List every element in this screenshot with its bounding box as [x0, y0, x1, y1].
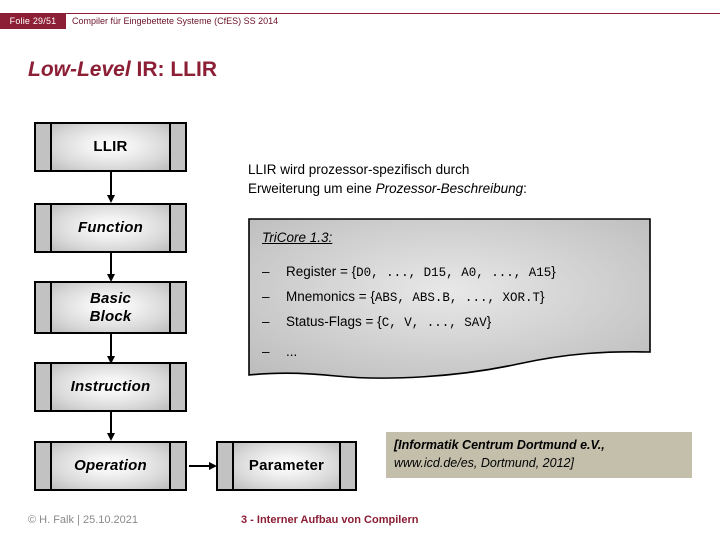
arrow-basicblock-to-instruction [107, 334, 115, 364]
callout-item-values: ABS, ABS.B, ..., XOR.T [374, 291, 540, 305]
box-inner-panel: Instruction [52, 364, 169, 410]
flow-box-label: Instruction [70, 378, 151, 396]
callout-item-label: Status-Flags = { [286, 314, 382, 329]
callout-item-label: ... [286, 344, 298, 359]
box-right-bar [169, 283, 185, 332]
intro-line-2-pre: Erweiterung um eine [248, 181, 376, 197]
box-right-bar [169, 124, 185, 170]
flow-box-label-line2: Block [89, 307, 132, 325]
bullet-dash: – [262, 264, 270, 279]
flow-box-instruction: Instruction [34, 362, 187, 412]
box-left-bar [36, 205, 52, 251]
callout-heading: TriCore 1.3: [262, 230, 333, 245]
flow-box-operation: Operation [34, 441, 187, 491]
intro-line-1: LLIR wird prozessor-spezifisch durch [248, 162, 470, 177]
box-left-bar [36, 124, 52, 170]
intro-line-2-post: : [523, 181, 527, 197]
arrow-instruction-to-operation [107, 412, 115, 441]
citation-line-2: www.icd.de/es, Dortmund, 2012] [394, 456, 574, 471]
box-left-bar [36, 283, 52, 332]
course-title: Compiler für Eingebettete Systeme (CfES)… [72, 16, 279, 26]
callout-item-close: } [486, 314, 492, 329]
box-left-bar [36, 443, 52, 489]
callout-item-label: Register = { [286, 264, 357, 279]
arrow-operation-to-parameter [189, 462, 217, 470]
flow-box-function: Function [34, 203, 187, 253]
callout-shape [248, 218, 651, 379]
page-title-rest: IR: LLIR [130, 58, 218, 81]
callout-item-label: Mnemonics = { [286, 289, 375, 304]
callout-item: –... [262, 344, 297, 359]
arrow-llir-to-function [107, 172, 115, 203]
box-inner-panel: Operation [52, 443, 169, 489]
callout-item-values: D0, ..., D15, A0, ..., A15 [356, 266, 552, 280]
callout-item: – Register = {D0, ..., D15, A0, ..., A15} [262, 264, 556, 280]
flow-box-label: LLIR [93, 138, 128, 156]
box-left-bar [36, 364, 52, 410]
flow-box-llir: LLIR [34, 122, 187, 172]
slide-number-badge: Folie 29/51 [0, 14, 66, 29]
box-inner-panel: Function [52, 205, 169, 251]
callout-item-close: } [551, 264, 556, 279]
callout-item-close: } [539, 289, 545, 304]
citation-box: [Informatik Centrum Dortmund e.V., www.i… [386, 432, 692, 478]
footer-chapter: 3 - Interner Aufbau von Compilern [241, 514, 419, 526]
header-divider [0, 13, 720, 14]
callout-item-values: C, V, ..., SAV [381, 316, 487, 330]
bullet-dash: – [262, 314, 270, 329]
flow-box-label: Basic Block [90, 290, 132, 325]
arrow-function-to-basicblock [107, 253, 115, 282]
processor-description-callout: TriCore 1.3: – Register = {D0, ..., D15, … [248, 218, 651, 380]
callout-item: – Mnemonics = {ABS, ABS.B, ..., XOR.T} [262, 289, 544, 305]
box-inner-panel: Basic Block [52, 283, 169, 332]
box-inner-panel: LLIR [52, 124, 169, 170]
footer-copyright: © H. Falk | 25.10.2021 [28, 514, 139, 526]
page-title: Low-Level IR: LLIR [28, 58, 217, 82]
box-inner-panel: Parameter [234, 443, 339, 489]
flow-box-label-line1: Basic [89, 290, 131, 308]
box-right-bar [169, 443, 185, 489]
intro-line-2: Erweiterung um eine Prozessor-Beschreibu… [248, 179, 678, 198]
flow-box-basic-block: Basic Block [34, 281, 187, 334]
flow-box-parameter: Parameter [216, 441, 357, 491]
box-right-bar [169, 205, 185, 251]
citation-line-1: [Informatik Centrum Dortmund e.V., [394, 438, 605, 452]
bullet-dash: – [262, 344, 270, 359]
flow-box-label: Parameter [248, 457, 325, 475]
flow-box-label: Operation [74, 457, 147, 475]
callout-item: – Status-Flags = {C, V, ..., SAV} [262, 314, 491, 330]
box-right-bar [339, 443, 355, 489]
box-left-bar [218, 443, 234, 489]
flow-box-label: Function [78, 219, 143, 237]
intro-line-2-emphasis: Prozessor-Beschreibung [375, 181, 524, 197]
page-title-italic: Low-Level [28, 58, 131, 81]
bullet-dash: – [262, 289, 270, 304]
box-right-bar [169, 364, 185, 410]
intro-text: LLIR wird prozessor-spezifisch durch Erw… [248, 160, 678, 198]
